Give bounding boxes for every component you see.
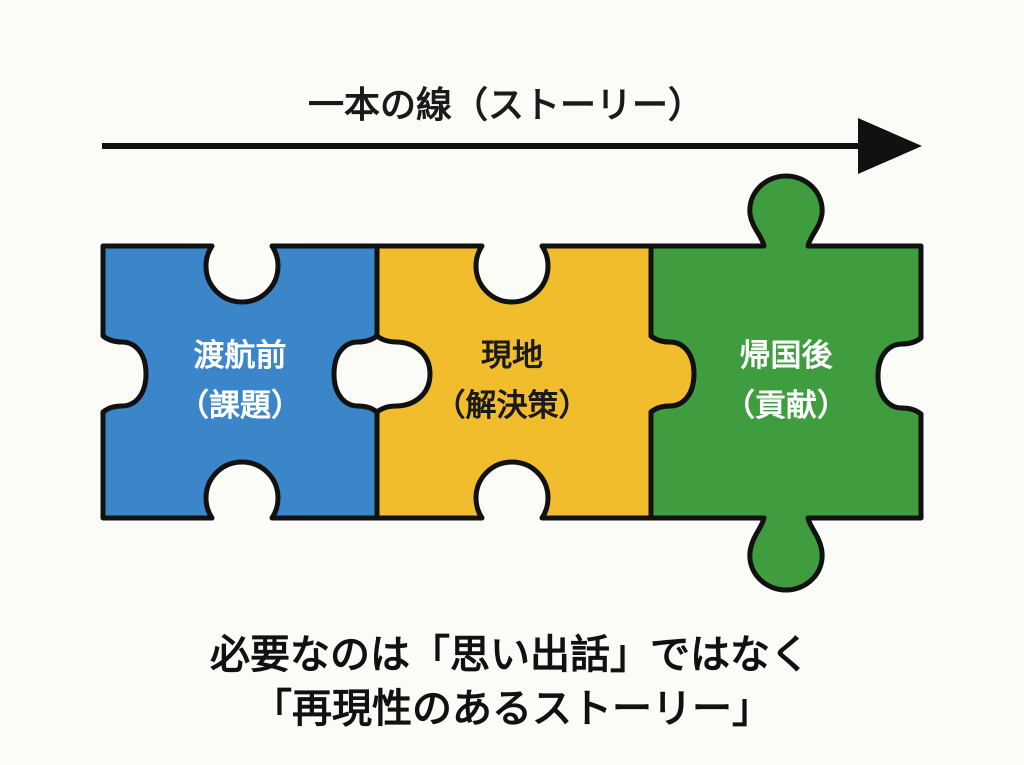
piece-2-subtitle: （解決策）: [435, 388, 590, 424]
puzzle-piece-pre-departure: [100, 243, 380, 521]
story-arrow-head: [858, 118, 922, 174]
caption-line-1: 必要なのは「思い出話」ではなく: [210, 632, 810, 678]
puzzle-piece-on-site: [374, 243, 697, 521]
story-arrow: [102, 118, 922, 174]
piece-2-title: 現地: [481, 338, 543, 374]
caption-line-2: 「再現性のあるストーリー」: [252, 686, 772, 732]
piece-1-title: 渡航前: [194, 338, 287, 374]
piece-1-subtitle: （課題）: [178, 388, 302, 424]
story-arrow-label: 一本の線（ストーリー）: [308, 85, 704, 126]
puzzle-piece-after-return: [648, 173, 924, 593]
piece-3-subtitle: （貢献）: [724, 388, 848, 424]
piece-3-title: 帰国後: [740, 338, 834, 374]
